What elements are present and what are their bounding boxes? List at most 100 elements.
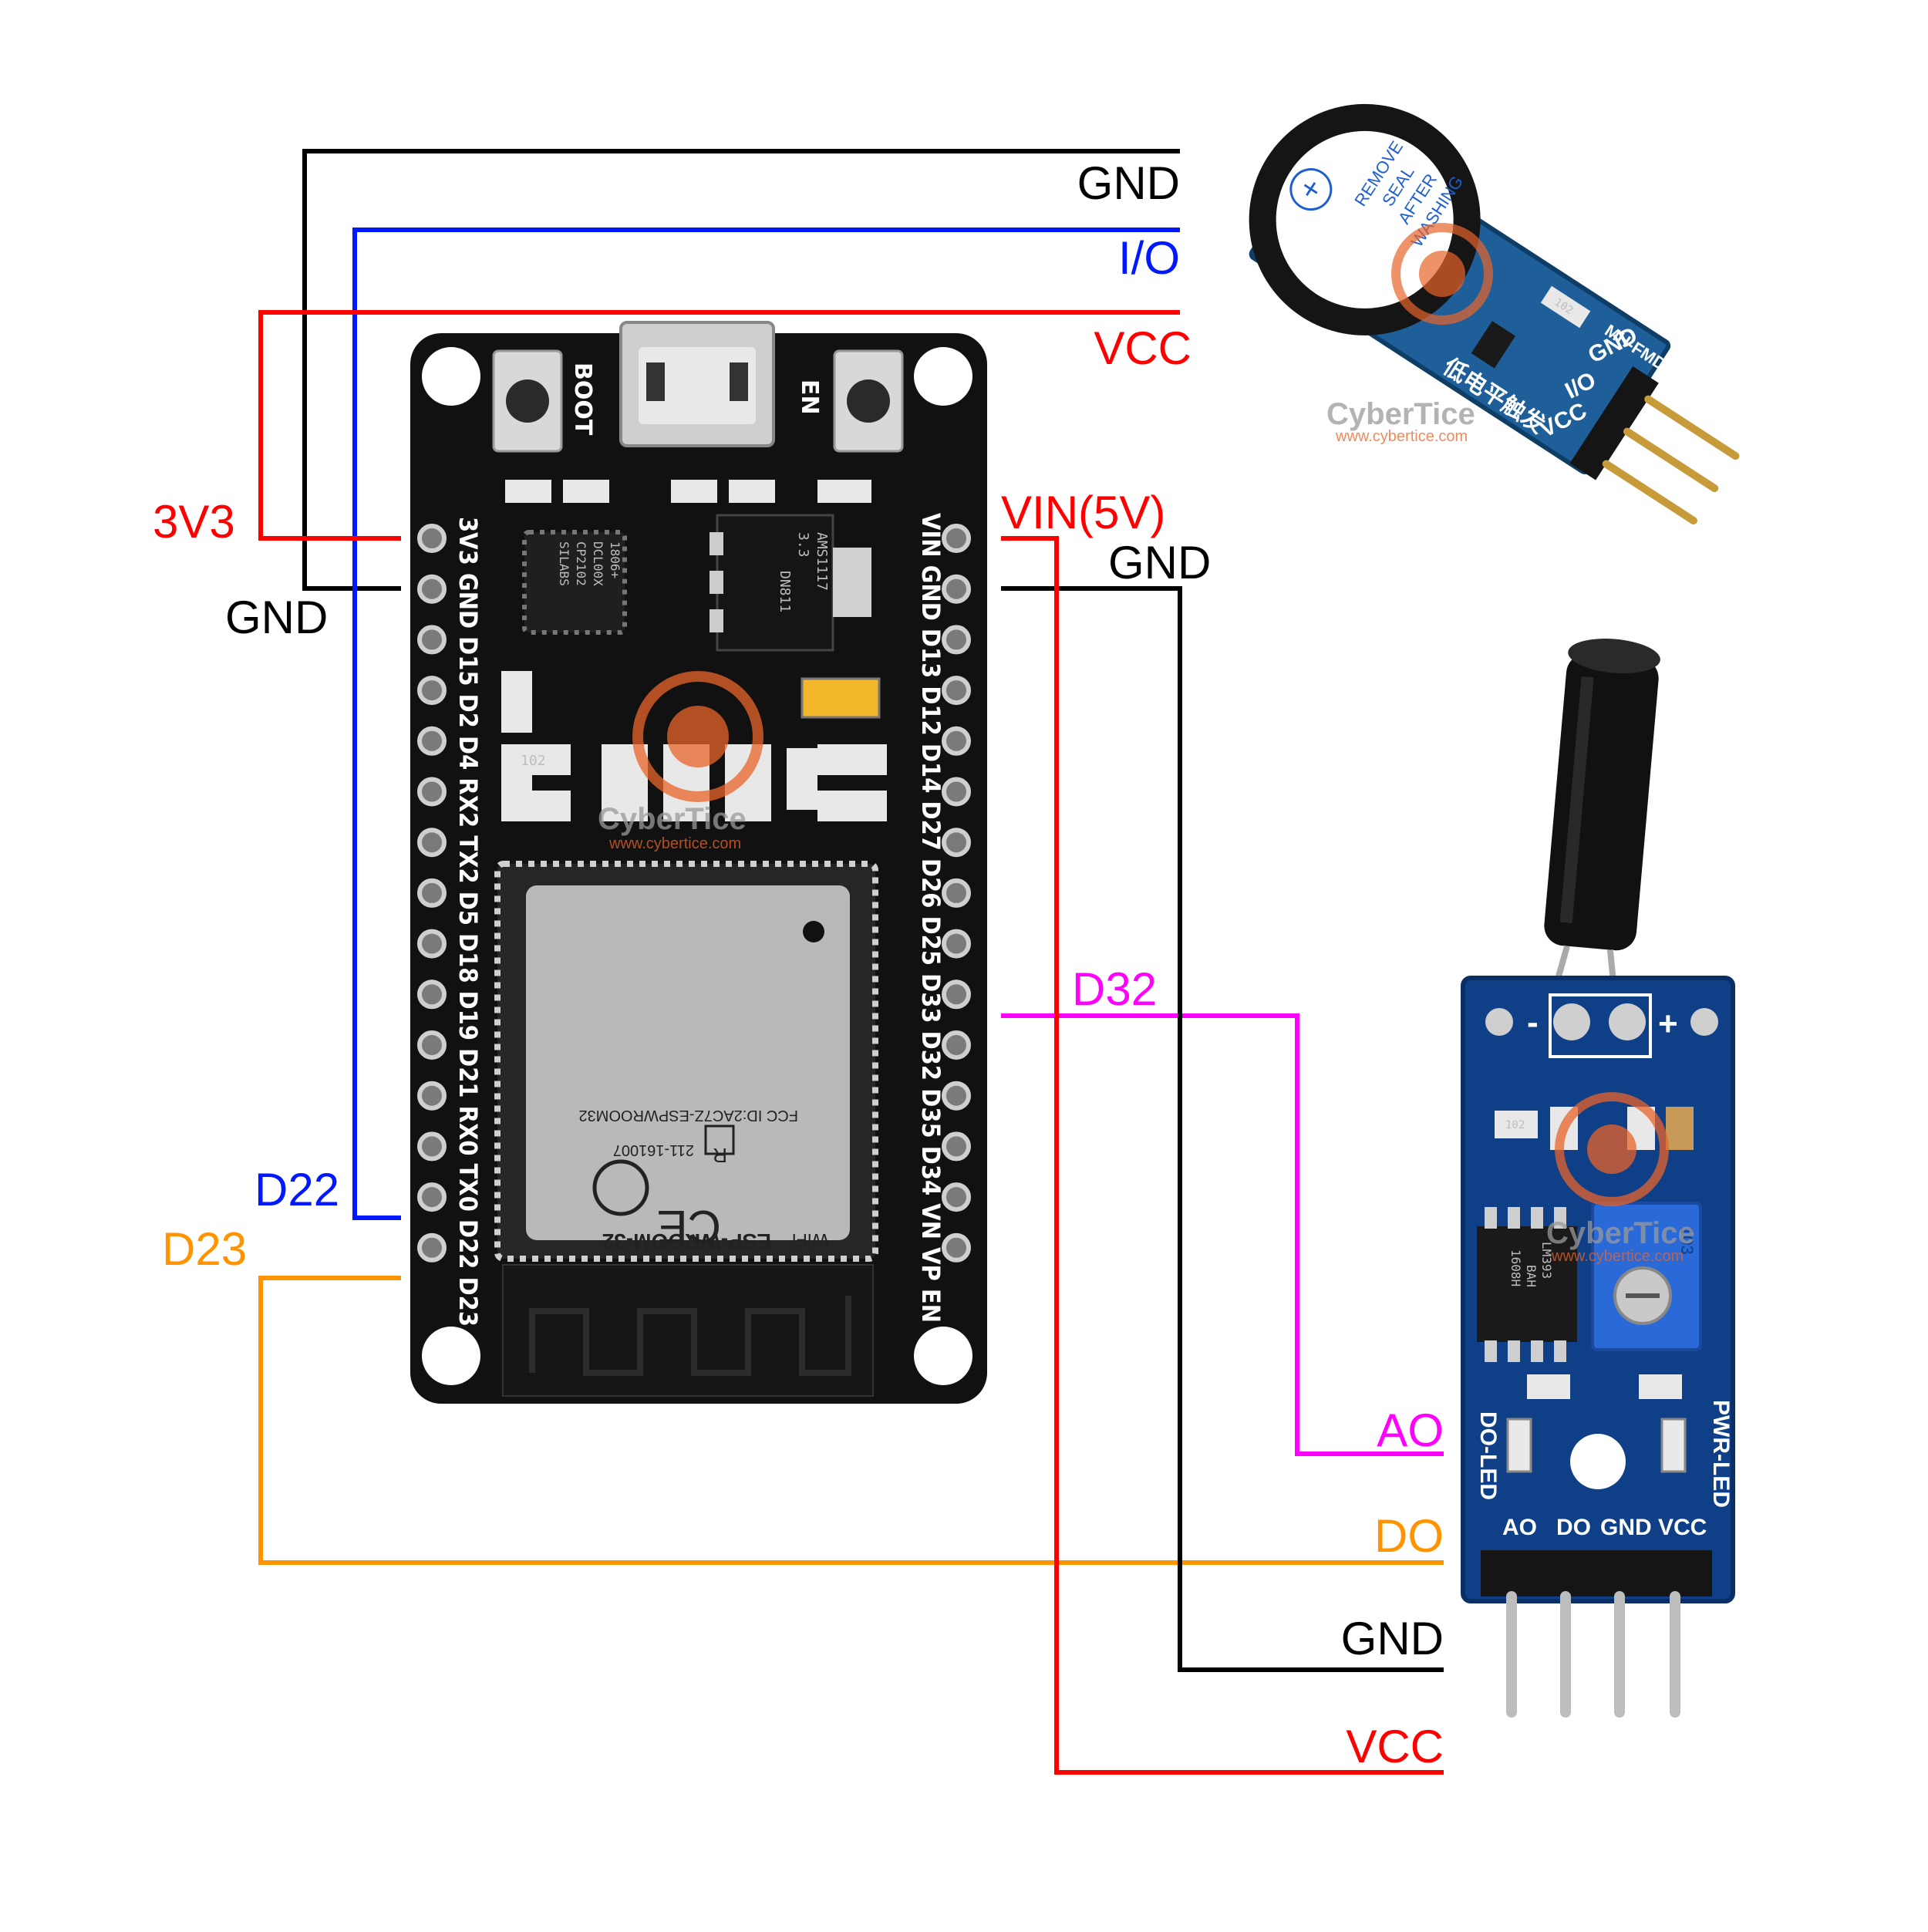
cybertice-watermark-sensor: CyberTice www.cybertice.com	[1546, 1092, 1695, 1265]
sensor-header-pins	[1506, 1591, 1680, 1718]
buzzer-sticker	[1276, 130, 1454, 309]
esp32-right-pin-gnd	[942, 574, 971, 604]
usb-chip-line-2: DCL00X	[591, 541, 605, 586]
esp-wroom-32-module: FCC ID:2AC7Z-ESPWROOM32 211-161007 R CE …	[494, 861, 878, 1262]
esp32-right-pin-vn	[942, 1131, 971, 1162]
watermark-url-sensor: www.cybertice.com	[1551, 1248, 1684, 1265]
wire-vin-vcc	[1001, 536, 1444, 1775]
lm393-line-1: LM393	[1539, 1242, 1554, 1279]
esp32-right-pin-d27	[942, 777, 971, 807]
label-esp-d22: D22	[254, 1164, 339, 1216]
watermark-url-buzzer: www.cybertice.com	[1335, 428, 1468, 445]
sensitivity-trimmer[interactable]: 103	[1591, 1202, 1702, 1351]
buzzer-watermark-text: CyberTice www.cybertice.com	[1326, 397, 1475, 445]
espressif-logo	[592, 1159, 649, 1216]
pwr-led-label: PWR-LED	[1708, 1400, 1734, 1508]
label-sensor-vcc: VCC	[1346, 1721, 1444, 1772]
wire-io-buzzer	[352, 228, 1180, 1220]
sensor-capacitor	[1666, 1107, 1694, 1150]
label-sensor-gnd: GND	[1341, 1613, 1444, 1664]
esp32-left-pin-tx2	[417, 828, 447, 858]
sensor-resistor-5	[1639, 1374, 1682, 1399]
esp32-right-pin-d12	[942, 676, 971, 706]
en-button[interactable]	[833, 349, 904, 453]
mounting-hole-tr	[914, 347, 972, 406]
sensor-header	[1481, 1550, 1712, 1597]
label-esp-gnd-right: GND	[1108, 537, 1211, 588]
buzzer-resistor	[1540, 285, 1591, 329]
buzzer-transistor	[1471, 321, 1516, 369]
label-sensor-do: DO	[1374, 1510, 1444, 1562]
sensor-pad-minus	[1553, 1003, 1590, 1040]
esp32-right-pin-d35	[942, 1030, 971, 1060]
watermark-brand-esp: CyberTice	[598, 802, 747, 836]
wire-labels: GND I/O VCC 3V3 GND VIN(5V) GND D32 D22 …	[153, 157, 1444, 1772]
regulator-line-1: AMS1117	[814, 532, 830, 591]
trimmer-code: 103	[1677, 1226, 1697, 1255]
boot-label: BOOT	[569, 362, 596, 436]
label-esp-gnd-left: GND	[225, 592, 328, 643]
cybertice-watermark-buzzer	[1391, 223, 1493, 325]
sensor-center-hole	[1570, 1434, 1626, 1489]
do-led	[1506, 1418, 1532, 1473]
pcb-antenna	[502, 1264, 874, 1397]
esp32-right-pin-vin	[942, 524, 971, 553]
pwr-led	[1660, 1418, 1687, 1473]
tilt-sensor-module: - + 102 LM393 BAH 1608H 103	[1461, 639, 1735, 1718]
sensor-resistor-code-1: 102	[1505, 1119, 1525, 1131]
esp32-right-pin-d25	[942, 878, 971, 908]
esp32-left-pin-d2	[417, 676, 447, 706]
label-esp-3v3: 3V3	[153, 496, 235, 548]
cybertice-watermark-esp: CyberTice www.cybertice.com	[598, 671, 763, 852]
mounting-hole-br	[914, 1327, 972, 1385]
esp32-left-pin-d4	[417, 726, 447, 756]
esp32-right-pin-en	[942, 1232, 971, 1263]
watermark-brand-buzzer: CyberTice	[1326, 397, 1475, 431]
esp32-left-pin-d19	[417, 979, 447, 1010]
esp32-left-pin-d22	[417, 1182, 447, 1212]
esp32-left-pin-d18	[417, 929, 447, 959]
module-cert: 211-161007	[613, 1141, 694, 1158]
usb-chip-line-3: CP2102	[574, 541, 588, 586]
tilt-switch-tube	[1544, 639, 1660, 1021]
usb-chip-line-1: 1806+	[608, 541, 622, 578]
esp32-right-pin-vp	[942, 1182, 971, 1212]
esp32-right-header	[942, 524, 971, 1263]
sensor-pin-do: DO	[1556, 1515, 1591, 1540]
esp32-right-pin-d26	[942, 828, 971, 858]
wire-d32-ao	[1001, 1013, 1444, 1456]
sensor-resistor-4	[1527, 1374, 1570, 1399]
sensor-pad-plus	[1609, 1003, 1646, 1040]
esp32-left-pin-labels: 3V3 GND D15 D2 D4 RX2 TX2 D5 D18 D19 D21…	[453, 517, 483, 1327]
regulator-line-2: 3.3	[795, 532, 811, 558]
do-led-label: DO-LED	[1475, 1411, 1501, 1500]
mounting-hole-bl	[422, 1327, 480, 1385]
esp32-right-pin-d13	[942, 625, 971, 655]
sensor-resistor-1	[1495, 1111, 1538, 1138]
esp32-left-pin-d23	[417, 1232, 447, 1263]
sensor-pin-vcc: VCC	[1658, 1515, 1707, 1540]
label-buzzer-vcc: VCC	[1094, 322, 1192, 374]
label-buzzer-gnd: GND	[1077, 157, 1180, 209]
en-label: EN	[796, 379, 823, 415]
voltage-regulator: AMS1117 3.3 DN811	[710, 514, 871, 652]
esp32-left-header	[417, 524, 447, 1263]
boot-button[interactable]	[492, 349, 563, 453]
micro-usb-port	[619, 321, 775, 447]
wire-gnd-sensor	[1001, 586, 1444, 1672]
esp32-left-pin-rx2	[417, 777, 447, 807]
resistor-code-1: 102	[521, 753, 546, 769]
esp32-left-pin-d21	[417, 1030, 447, 1060]
module-ce-mark: CE	[657, 1201, 721, 1253]
lm393-comparator: LM393 BAH 1608H	[1477, 1207, 1577, 1362]
watermark-url-esp: www.cybertice.com	[608, 835, 741, 852]
esp32-left-pin-3v3	[417, 524, 447, 553]
lm393-line-3: 1608H	[1508, 1249, 1523, 1286]
esp32-left-pin-d5	[417, 878, 447, 908]
esp32-right-pin-d33	[942, 929, 971, 959]
esp32-left-pin-tx0	[417, 1131, 447, 1162]
esp32-right-pin-d32	[942, 979, 971, 1010]
wire-d23-do	[258, 1276, 1444, 1565]
label-esp-d23: D23	[162, 1223, 247, 1275]
